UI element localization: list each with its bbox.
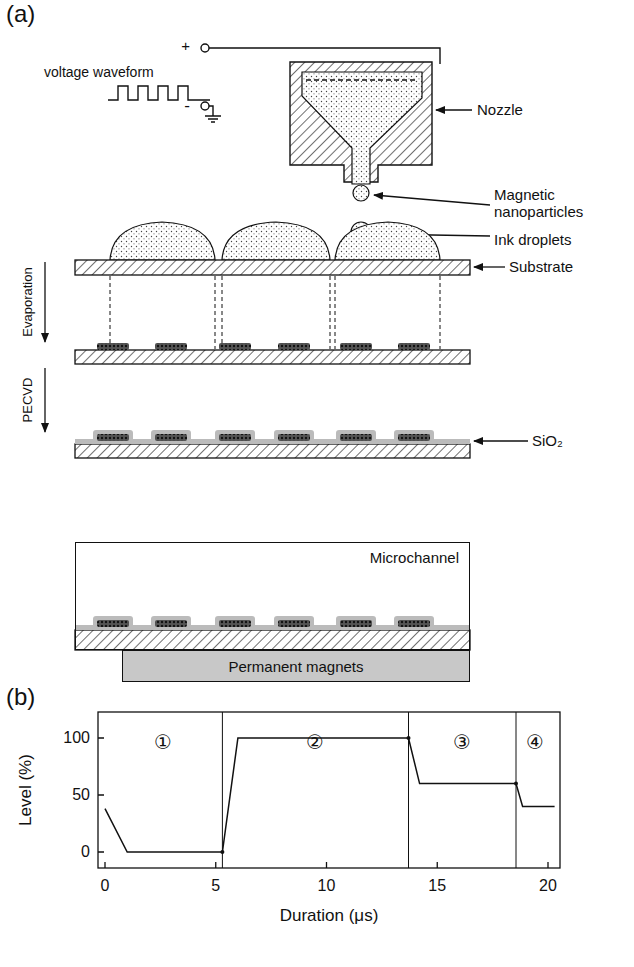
tick-value: 100 — [63, 729, 90, 747]
substrate-with-drops — [75, 222, 470, 349]
waveform-label: voltage waveform — [44, 64, 154, 80]
tick-value: 50 — [72, 786, 90, 804]
axis-title: Level (%) — [16, 754, 36, 826]
level-chart — [98, 712, 560, 868]
callout-number: ① — [154, 731, 172, 754]
tick-value: 0 — [101, 877, 110, 895]
callout-number: ④ — [526, 731, 544, 754]
substrate-evaporated — [75, 343, 470, 364]
tick-value: 10 — [318, 877, 336, 895]
tick-value: 15 — [428, 877, 446, 895]
panel-letter: (b) — [6, 683, 35, 711]
part-name: Nozzle — [477, 101, 523, 118]
magnet-block: Permanent magnets — [122, 650, 470, 682]
substrate-sio2 — [75, 430, 470, 458]
node-text: Permanent magnets — [228, 658, 363, 675]
callout-number: ③ — [453, 731, 471, 754]
node-text: Microchannel — [86, 549, 459, 566]
tick-value: 20 — [539, 877, 557, 895]
layer-name: SiO₂ — [532, 432, 563, 449]
callout-number: ② — [306, 731, 324, 754]
axis-title: Duration (μs) — [280, 906, 379, 926]
step-label: PECVD — [21, 378, 36, 423]
terminal-sign: - — [184, 96, 190, 116]
part-name: Magnetic nanoparticles — [494, 186, 604, 221]
leader-arrows — [45, 110, 528, 441]
panel-letter: (a) — [6, 0, 35, 28]
tick-value: 5 — [211, 877, 220, 895]
channel-box: Microchannel — [75, 542, 470, 650]
tick-value: 0 — [81, 843, 90, 861]
nozzle — [290, 62, 432, 242]
terminal-sign: + — [181, 37, 190, 54]
step-label: Evaporation — [21, 267, 36, 336]
part-name: Substrate — [509, 258, 573, 275]
channel-substrate — [75, 616, 470, 650]
part-name: Ink droplets — [494, 231, 572, 248]
